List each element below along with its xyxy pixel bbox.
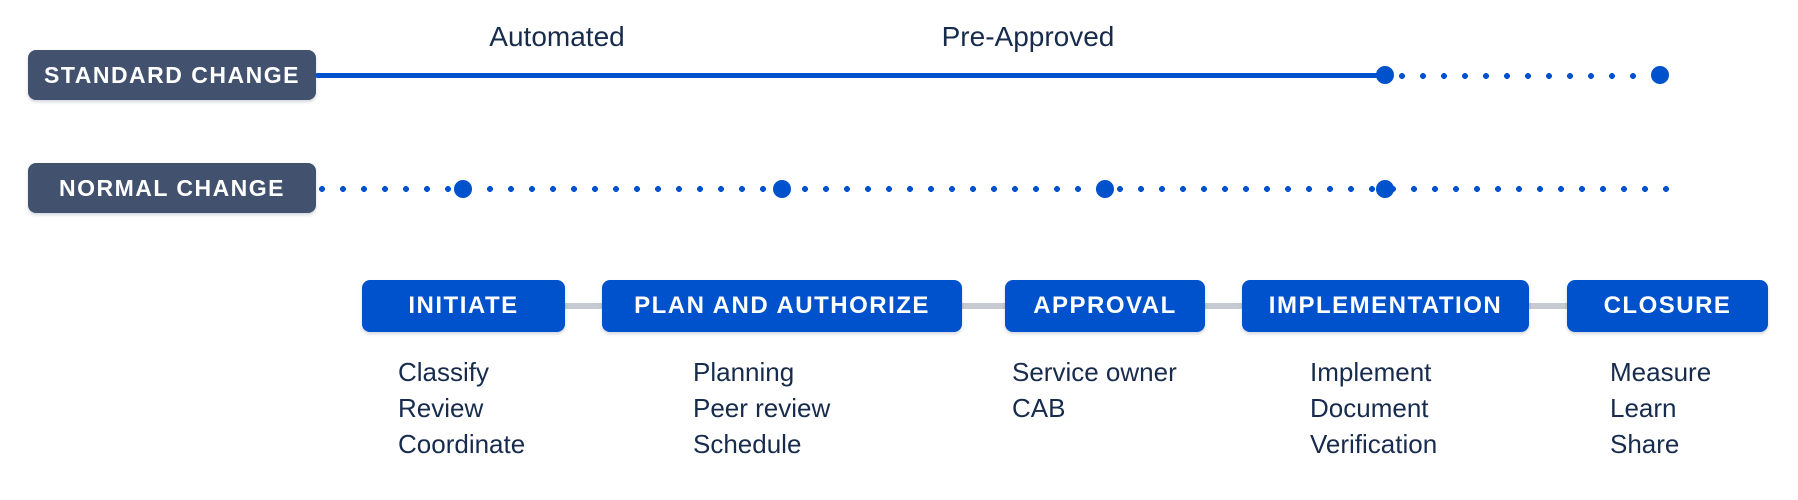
task-list-approval: Service owner CAB xyxy=(1012,354,1177,426)
task-item: Peer review xyxy=(693,393,831,423)
task-item: Coordinate xyxy=(398,429,526,459)
annotation-automated: Automated xyxy=(489,21,625,52)
stage-button-label: APPROVAL xyxy=(1033,292,1177,319)
milestone-dot-standard-closure xyxy=(1651,66,1669,84)
milestone-dot-standard-implementation xyxy=(1376,66,1394,84)
stage-button-label: PLAN AND AUTHORIZE xyxy=(634,292,930,319)
stage-button-implementation: IMPLEMENTATION xyxy=(1242,280,1529,332)
task-item: Classify xyxy=(398,357,490,387)
stage-button-label: INITIATE xyxy=(408,292,519,319)
normal-change-dotted-line xyxy=(318,185,1674,193)
task-item: Implement xyxy=(1310,357,1432,387)
annotation-pre-approved: Pre-Approved xyxy=(941,21,1115,52)
task-item: CAB xyxy=(1012,393,1066,423)
standard-change-solid-line xyxy=(315,73,1385,78)
stage-button-approval: APPROVAL xyxy=(1005,280,1205,332)
task-item: Schedule xyxy=(693,429,802,459)
task-item: Document xyxy=(1310,393,1429,423)
stage-button-initiate: INITIATE xyxy=(362,280,565,332)
standard-change-label: STANDARD CHANGE xyxy=(28,50,316,100)
task-list-implementation: Implement Document Verification xyxy=(1310,354,1437,462)
stage-button-closure: CLOSURE xyxy=(1567,280,1768,332)
milestone-dot-normal-implementation xyxy=(1376,180,1394,198)
milestone-dot-normal-plan xyxy=(773,180,791,198)
normal-change-label: NORMAL CHANGE xyxy=(28,163,316,213)
task-item: Learn xyxy=(1610,393,1677,423)
milestone-dot-normal-initiate xyxy=(454,180,472,198)
milestone-dot-normal-approval xyxy=(1096,180,1114,198)
task-item: Planning xyxy=(693,357,795,387)
task-item: Review xyxy=(398,393,484,423)
standard-change-dotted-line xyxy=(1398,72,1648,80)
stage-button-label: CLOSURE xyxy=(1603,292,1732,319)
task-list-initiate: Classify Review Coordinate xyxy=(398,354,525,462)
task-list-plan-and-authorize: Planning Peer review Schedule xyxy=(693,354,830,462)
task-item: Verification xyxy=(1310,429,1438,459)
task-item: Measure xyxy=(1610,357,1712,387)
task-item: Share xyxy=(1610,429,1680,459)
stage-button-label: IMPLEMENTATION xyxy=(1268,292,1503,319)
task-list-closure: Measure Learn Share xyxy=(1610,354,1711,462)
task-item: Service owner xyxy=(1012,357,1177,387)
stage-button-plan-and-authorize: PLAN AND AUTHORIZE xyxy=(602,280,962,332)
